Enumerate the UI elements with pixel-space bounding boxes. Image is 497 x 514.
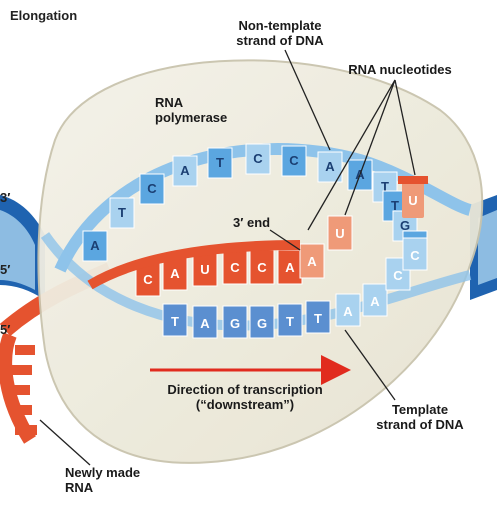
non-template-base: C: [246, 144, 270, 174]
free-rna-nucleotide: U: [398, 176, 428, 218]
diagram-title: Elongation: [10, 8, 77, 23]
svg-text:A: A: [325, 159, 335, 174]
svg-text:T: T: [118, 205, 126, 220]
rna-base: C: [223, 250, 247, 284]
rna-base: U: [328, 216, 352, 250]
svg-text:A: A: [285, 260, 295, 275]
svg-text:C: C: [393, 268, 403, 283]
svg-text:G: G: [257, 316, 267, 331]
template-base: G: [223, 306, 247, 338]
label-non-template-strand: Non-template strand of DNA: [225, 18, 335, 48]
prime-label-mid-left: 5′: [0, 262, 10, 277]
svg-text:T: T: [314, 311, 322, 326]
svg-text:C: C: [147, 181, 157, 196]
svg-text:G: G: [230, 316, 240, 331]
non-template-base: C: [282, 146, 306, 176]
template-base: A: [363, 284, 387, 316]
svg-text:A: A: [307, 254, 317, 269]
non-template-base: A: [83, 231, 107, 261]
svg-text:C: C: [410, 248, 420, 263]
svg-text:T: T: [216, 155, 224, 170]
non-template-base: T: [208, 148, 232, 178]
label-template-strand: Template strand of DNA: [360, 402, 480, 432]
template-base: A: [193, 306, 217, 338]
svg-text:A: A: [200, 316, 210, 331]
svg-text:U: U: [200, 262, 209, 277]
template-base: C: [403, 238, 427, 270]
svg-text:T: T: [286, 314, 294, 329]
svg-text:C: C: [289, 153, 299, 168]
label-rna-nucleotides: RNA nucleotides: [340, 62, 460, 77]
template-base: T: [278, 304, 302, 336]
svg-text:C: C: [143, 272, 153, 287]
prime-label-bottom-left: 5′: [0, 322, 10, 337]
label-newly-made-rna: Newly made RNA: [65, 465, 140, 495]
svg-text:U: U: [335, 226, 344, 241]
template-base: T: [163, 304, 187, 336]
svg-text:C: C: [253, 151, 263, 166]
label-three-prime-end: 3′ end: [233, 215, 270, 230]
rna-base: A: [300, 244, 324, 278]
label-direction-of-transcription: Direction of transcription (“downstream”…: [140, 382, 350, 412]
svg-text:T: T: [171, 314, 179, 329]
svg-text:A: A: [370, 294, 380, 309]
rna-base: A: [278, 250, 302, 284]
svg-text:A: A: [180, 163, 190, 178]
svg-text:U: U: [408, 193, 417, 208]
non-template-base: T: [110, 198, 134, 228]
label-rna-polymerase: RNA polymerase: [155, 95, 227, 125]
svg-text:A: A: [170, 266, 180, 281]
prime-label-top-left: 3′: [0, 190, 10, 205]
svg-text:C: C: [257, 260, 267, 275]
rna-base: U: [193, 252, 217, 286]
svg-text:A: A: [90, 238, 100, 253]
non-template-base: A: [173, 156, 197, 186]
template-base: T: [306, 301, 330, 333]
rna-base: C: [250, 250, 274, 284]
template-base: G: [250, 306, 274, 338]
non-template-base: C: [140, 174, 164, 204]
svg-text:C: C: [230, 260, 240, 275]
svg-text:A: A: [343, 304, 353, 319]
template-base: A: [336, 294, 360, 326]
